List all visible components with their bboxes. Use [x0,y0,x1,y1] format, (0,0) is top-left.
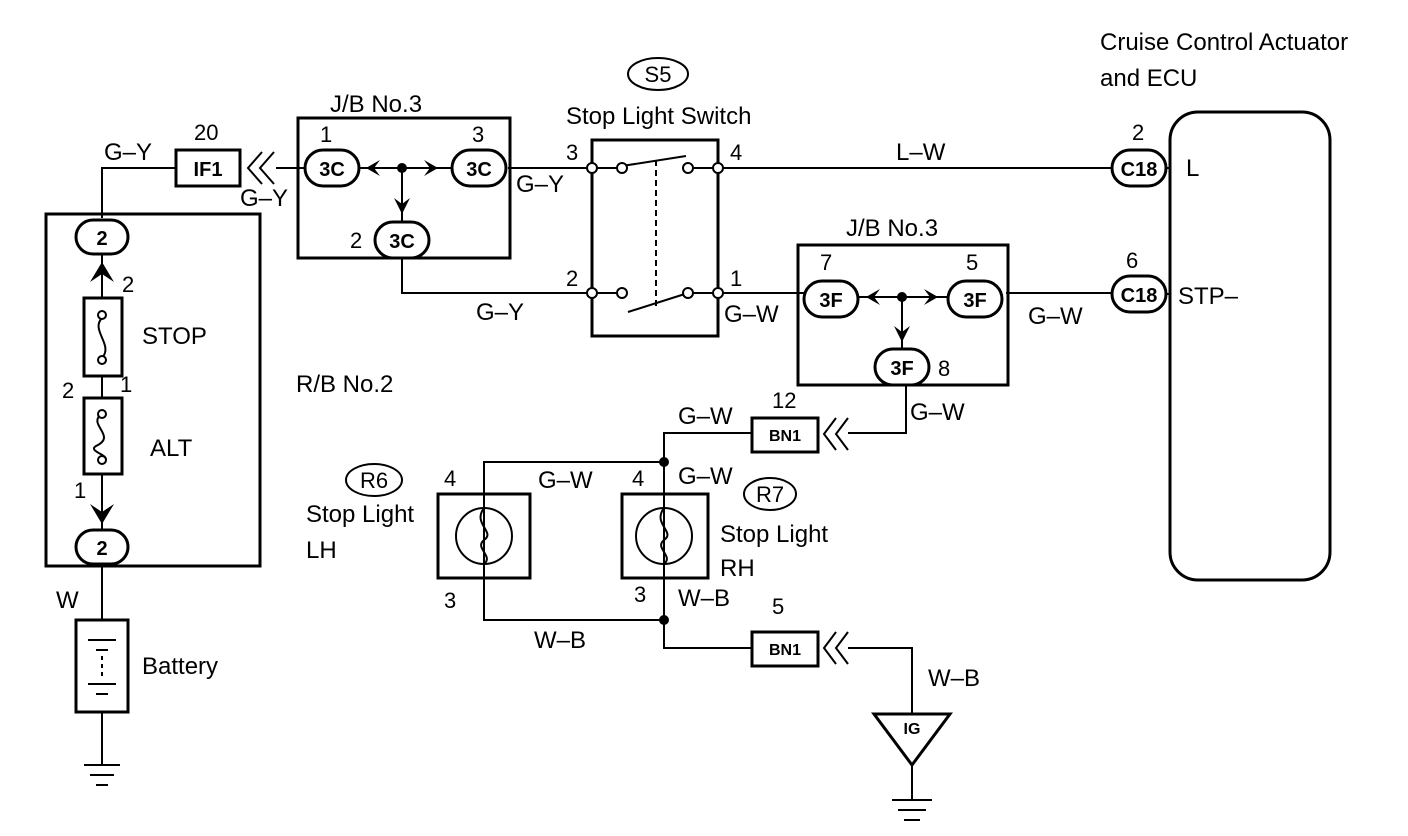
jb-top-name: J/B No.3 [330,91,422,118]
switch-pin3: 3 [566,140,578,165]
wire-label-gy-3: G–Y [516,171,564,198]
jb-top-pin3: 3 [472,122,484,147]
switch-code: S5 [645,62,672,87]
connector-if1: IF1 20 [174,120,275,188]
jb-mid-pin8: 8 [938,356,950,381]
fuse-stop-label: STOP [142,323,207,350]
stop-light-rh: R7 Stop Light RH 4 3 [620,466,828,607]
jb-mid-pin7: 7 [820,250,832,275]
lamp-rh-code: R7 [756,482,784,507]
ecu-pin-l-name: L [1186,155,1199,182]
wire-label-gw-2: G–W [1028,303,1083,330]
switch-name: Stop Light Switch [566,103,751,130]
ecu-title-line1: Cruise Control Actuator [1100,29,1348,56]
battery: Battery [74,618,218,786]
rb-name: R/B No.2 [296,371,393,398]
if1-label: IF1 [194,159,223,181]
bn1-top-label: BN1 [769,428,801,445]
fuse-alt-label: ALT [150,435,193,462]
jb-mid-pin5: 5 [966,250,978,275]
cruise-control-ecu: Cruise Control Actuator and ECU C18 C18 … [1100,29,1348,582]
bn1-bottom-label: BN1 [769,642,801,659]
rb-pin-2a: 2 [122,272,134,297]
jb-mid-3f-left: 3F [819,290,842,312]
lamp-lh-line2: LH [306,537,337,564]
rb-pin-2b: 2 [62,378,74,403]
bn1-top-pin: 12 [772,388,796,413]
lamp-rh-pin-top: 4 [632,466,644,491]
relay-block-rb2: 2 2 2 2 1 1 STOP ALT R/B No.2 [44,212,393,568]
switch-pin1: 1 [730,266,742,291]
ecu-title-line2: and ECU [1100,65,1197,92]
wire-label-gw-6: G–W [678,463,733,490]
jb-mid-3f-bottom: 3F [890,358,913,380]
stop-light-switch: S5 Stop Light Switch 3 4 2 1 [566,57,751,338]
wires [101,167,1112,800]
rb-connector-top: 2 [96,228,107,250]
ecu-c18-bottom: C18 [1121,285,1158,307]
connector-bn1-top: BN1 12 [750,388,849,454]
rb-pin-1b: 1 [74,478,86,503]
wire-label-gy-4: G–Y [476,299,524,326]
ground-ig: IG [871,712,953,821]
wire-label-gw-4: G–W [678,403,733,430]
ecu-pin-stp: 6 [1126,248,1138,273]
ecu-pin-stp-name: STP– [1178,283,1239,310]
switch-pin2: 2 [566,266,578,291]
jb-top-3c-left: 3C [319,159,345,181]
battery-label: Battery [142,653,218,680]
ecu-pin-l: 2 [1132,120,1144,145]
jb-top-3c-right: 3C [466,159,492,181]
wire-label-wb-1: W–B [678,585,730,612]
rb-pin-1a: 1 [120,372,132,397]
junction-block-top: J/B No.3 3C 3C 3C 1 3 2 [296,91,512,260]
jb-top-pin1: 1 [320,122,332,147]
lamp-rh-line1: Stop Light [720,521,828,548]
wire-label-gy-2: G–Y [240,185,288,212]
lamp-lh-pin-top: 4 [444,466,456,491]
lamp-lh-code: R6 [360,468,388,493]
wire-label-gw-5: G–W [538,467,593,494]
lamp-lh-line1: Stop Light [306,501,414,528]
wire-label-gy-1: G–Y [104,139,152,166]
jb-top-3c-bottom: 3C [389,231,415,253]
junction-dots [397,163,907,625]
lamp-rh-line2: RH [720,555,755,582]
bn1-bottom-pin: 5 [772,594,784,619]
wire-label-gw-3: G–W [910,399,965,426]
junction-block-mid: J/B No.3 3F 3F 3F 7 5 8 [796,215,1010,387]
wire-label-wb-3: W–B [928,665,980,692]
jb-mid-3f-right: 3F [963,290,986,312]
wire-labels: G–Y G–Y G–Y G–Y L–W G–W G–W G–W G–W G–W … [56,139,1083,692]
rb-connector-bottom: 2 [96,538,107,560]
connector-bn1-bottom: BN1 5 [750,594,849,668]
wire-label-wb-2: W–B [534,627,586,654]
stop-light-lh: R6 Stop Light LH 4 3 [306,463,532,613]
jb-mid-name: J/B No.3 [846,215,938,242]
jb-top-pin2: 2 [350,228,362,253]
ground-ig-label: IG [904,721,921,738]
if1-pin: 20 [194,120,218,145]
wire-label-w: W [56,587,79,614]
switch-pin4: 4 [730,140,742,165]
ecu-c18-top: C18 [1121,159,1158,181]
lamp-rh-pin-bottom: 3 [634,582,646,607]
wire-label-gw-1: G–W [724,301,779,328]
lamp-lh-pin-bottom: 3 [444,588,456,613]
wire-label-lw: L–W [896,139,946,166]
